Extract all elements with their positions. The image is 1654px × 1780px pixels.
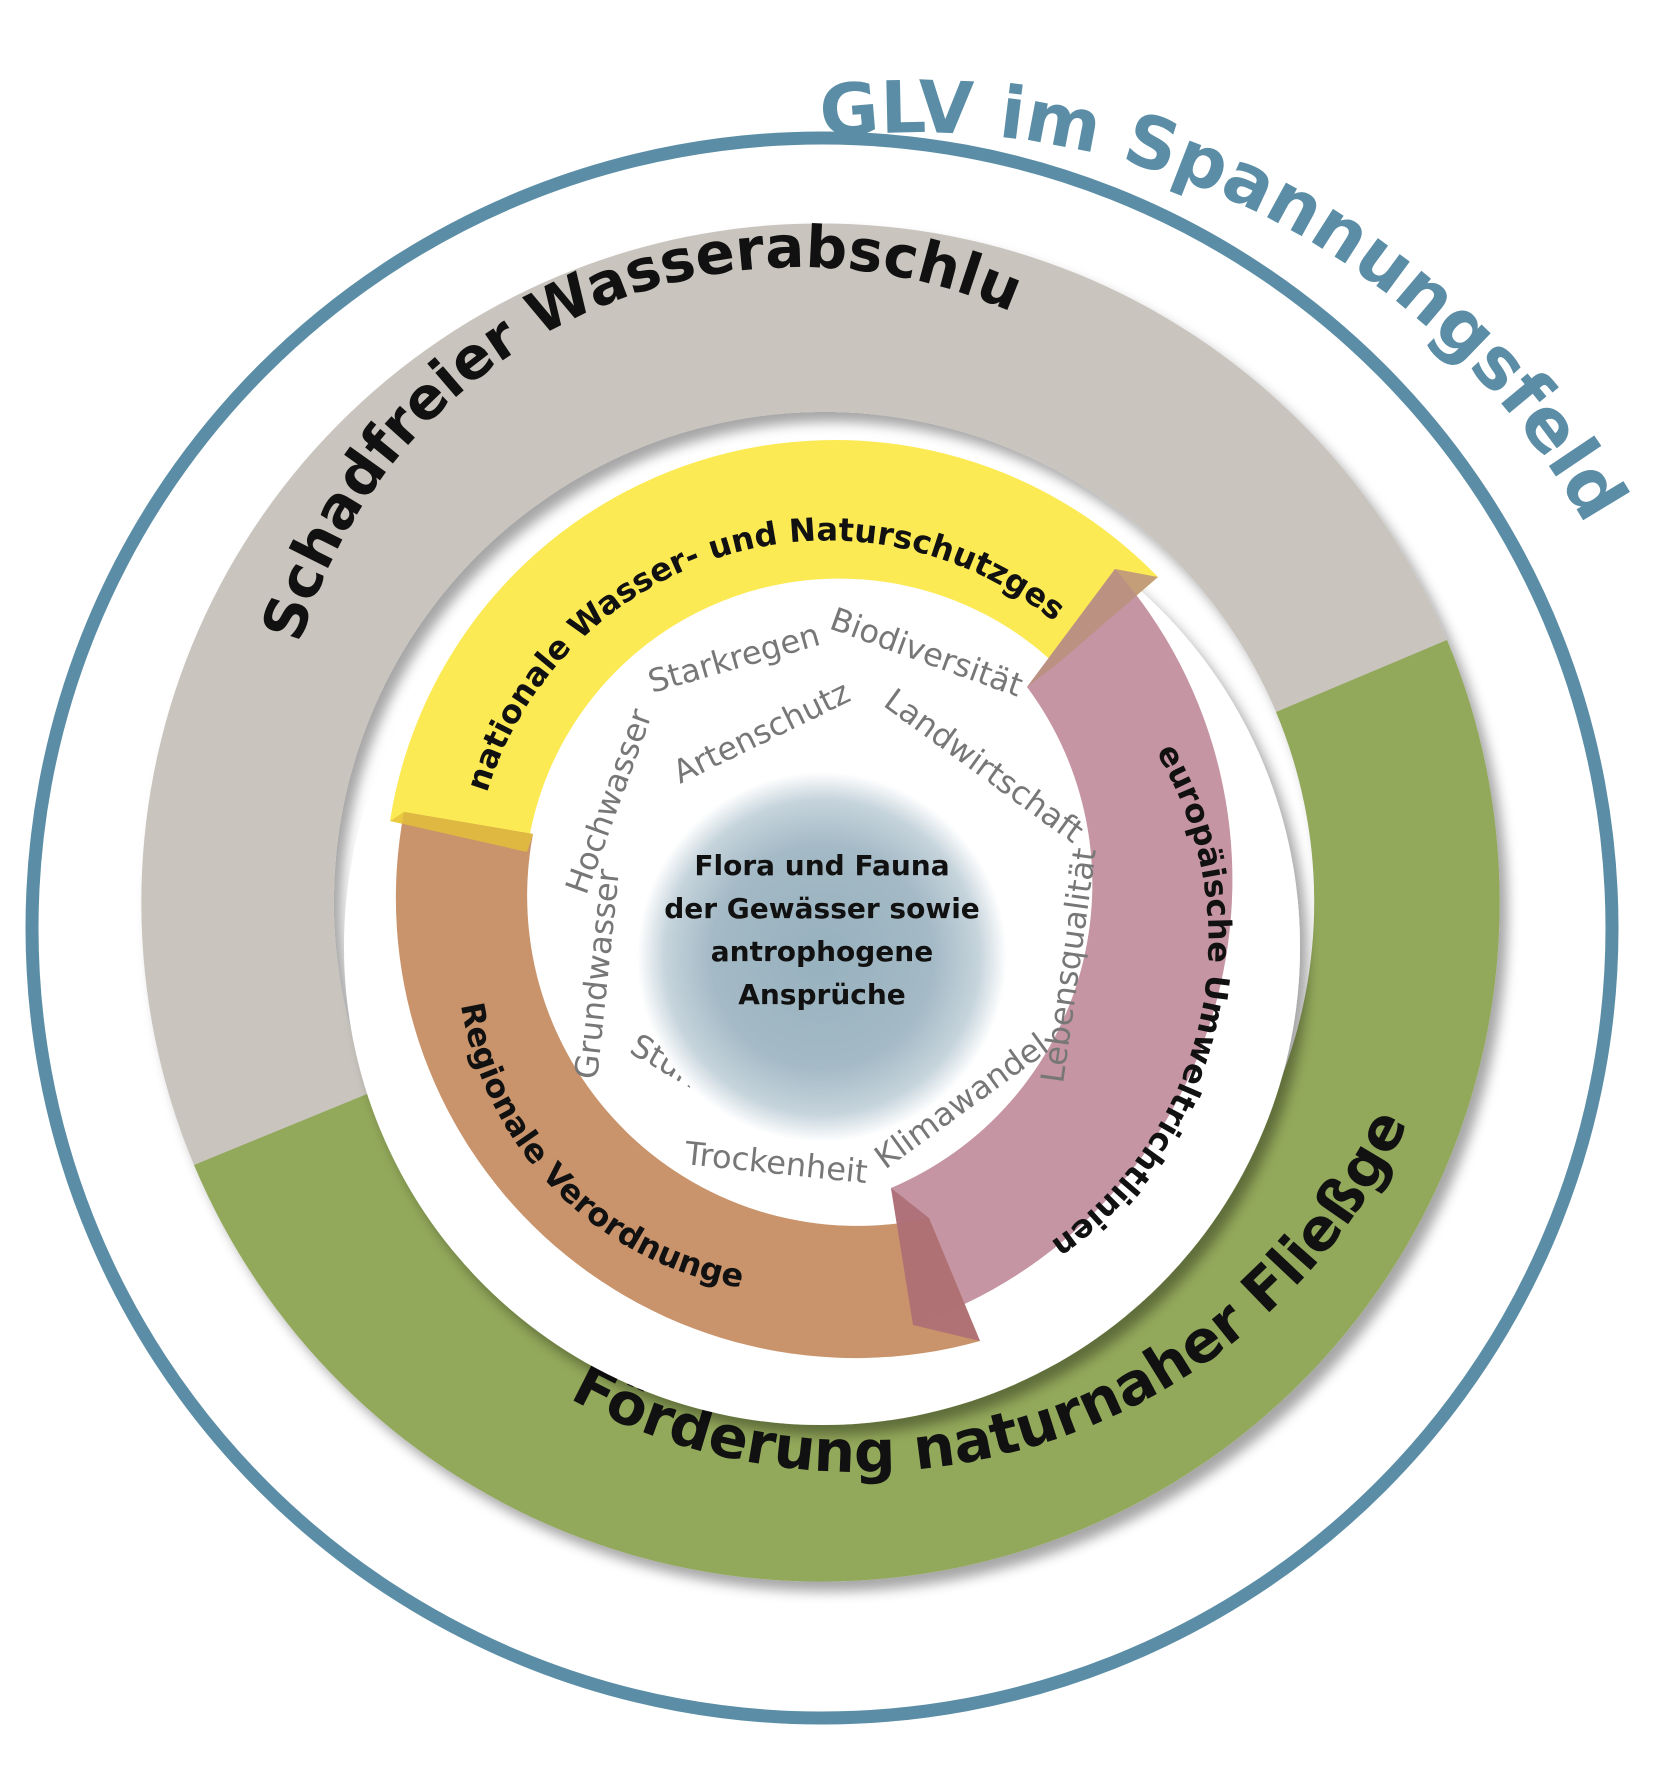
outer-main-ring <box>141 223 1500 1582</box>
center-line-3: antrophogene <box>711 935 933 968</box>
overlap-national-european <box>1027 569 1158 687</box>
overlap-european-regional <box>891 1188 980 1341</box>
center-line-1: Flora und Fauna <box>694 849 949 882</box>
center-line-4: Ansprüche <box>738 978 906 1011</box>
legislation-bands <box>390 439 1233 1359</box>
outer-frame-ring <box>25 131 1619 1725</box>
bottom-ring-segment <box>194 640 1500 1582</box>
center-disc <box>637 772 1007 1142</box>
center-line-2: der Gewässer sowie <box>664 892 980 925</box>
center-label: Flora und Fauna der Gewässer sowie antro… <box>664 849 980 1011</box>
frame-ring-path <box>25 131 1619 1725</box>
european-band <box>891 569 1233 1325</box>
national-band <box>390 439 1158 852</box>
regional-band <box>395 812 980 1359</box>
top-ring-segment <box>141 223 1448 1165</box>
overlap-national-regional <box>390 812 533 852</box>
